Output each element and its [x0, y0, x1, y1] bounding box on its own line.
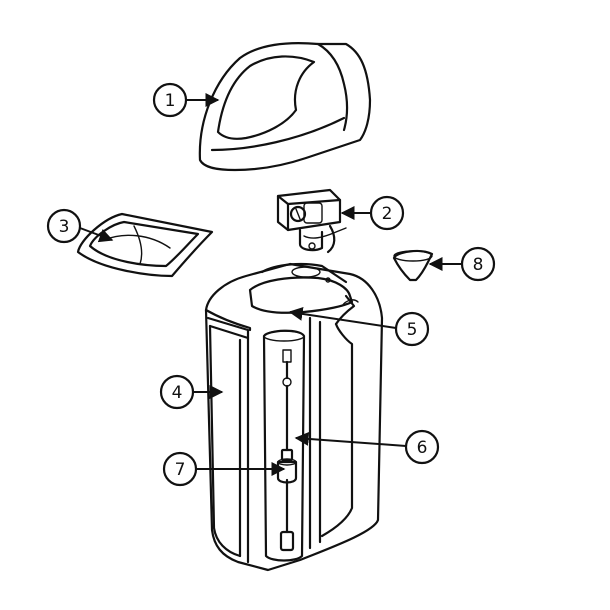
callout-3-label: 3 [59, 217, 70, 237]
part-float [276, 448, 298, 484]
part-cabinet [204, 262, 384, 572]
callout-8-label: 8 [473, 255, 484, 275]
callout-5-label: 5 [407, 320, 418, 340]
part-riser-tube [279, 349, 295, 552]
callout-1: 1 [152, 82, 188, 118]
callout-8: 8 [460, 246, 496, 282]
callout-6: 6 [404, 429, 440, 465]
callout-4-label: 4 [172, 383, 183, 403]
callout-2: 2 [369, 195, 405, 231]
callout-5: 5 [394, 311, 430, 347]
part-valve-head [276, 188, 347, 254]
callout-2-label: 2 [382, 204, 393, 224]
callout-4: 4 [159, 374, 195, 410]
part-tray [76, 212, 214, 278]
leader-6 [294, 431, 407, 447]
part-lid [198, 42, 372, 172]
leader-5 [288, 306, 397, 329]
callout-6-label: 6 [417, 438, 428, 458]
leader-lines [79, 93, 462, 476]
part-funnel [392, 249, 434, 282]
callout-1-label: 1 [165, 91, 176, 111]
leader-3 [79, 227, 114, 243]
callout-3: 3 [46, 208, 82, 244]
callout-7-label: 7 [175, 460, 186, 480]
callout-7: 7 [162, 451, 198, 487]
